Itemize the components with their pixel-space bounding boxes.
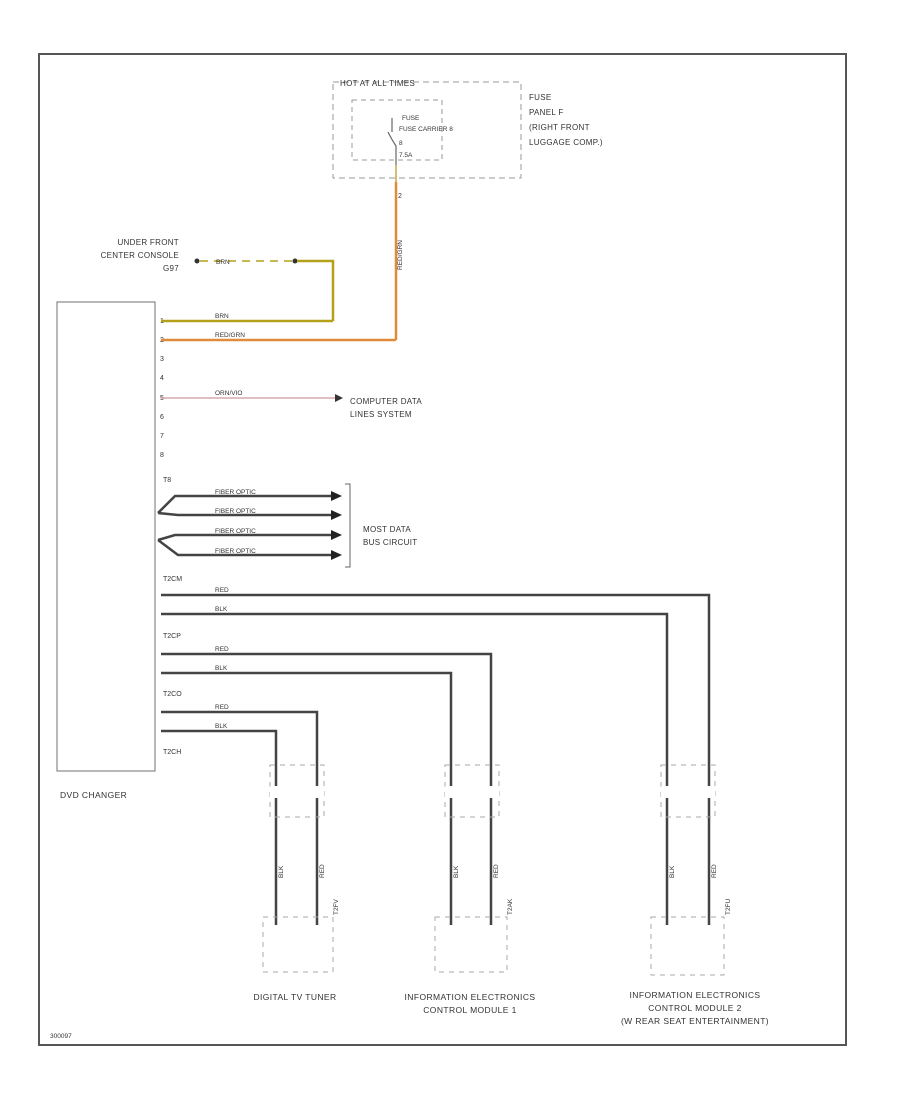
fuse-wire-color-label: RED/GRN (397, 240, 404, 270)
fiber-label-2: FIBER OPTIC (215, 508, 256, 515)
fuse-panel-label-2: PANEL F (529, 108, 564, 117)
control-module-1: INFORMATION ELECTRONICS CONTROL MODULE 1 (405, 916, 536, 1015)
hot-at-all-times-label: HOT AT ALL TIMES (340, 79, 415, 88)
module2-red-vlabel: RED (711, 864, 718, 878)
connector-t2ch-label: T2CH (163, 749, 181, 756)
connector-t2cp-label: T2CP (163, 633, 181, 640)
connector-t2co-label: T2CO (163, 691, 182, 698)
tuner-blk-vlabel: BLK (278, 865, 285, 878)
ground-wire-color: BRN (216, 259, 230, 266)
inline-connectors (269, 764, 716, 818)
ground-point (194, 258, 200, 264)
orn-vio-wire-label: ORN/VIO (215, 390, 242, 397)
tuner-red-vlabel: RED (319, 864, 326, 878)
data-bus-label-2: LINES SYSTEM (350, 410, 412, 419)
footer-code: 300097 (50, 1033, 72, 1040)
fiber-label-3: FIBER OPTIC (215, 528, 256, 535)
dvd-changer-label: DVD CHANGER (60, 790, 127, 800)
t2co-red-label: RED (215, 704, 229, 711)
control-module-2-label-2: CONTROL MODULE 2 (648, 1003, 741, 1013)
fuse-amperage: 7.5A (399, 152, 413, 159)
fuse-panel-label-4: LUGGAGE COMP.) (529, 138, 603, 147)
most-bus: T8 FIBER OPTIC FIBER OPTIC FIBER OPTIC F… (157, 477, 417, 568)
fuse-symbol (387, 118, 397, 165)
tag-t2fu: T2FU (725, 898, 732, 915)
tag-t2ak: T2AK (507, 898, 514, 915)
ground-g97: UNDER FRONT CENTER CONSOLE G97 BRN (101, 238, 335, 321)
t2cm-red-label: RED (215, 587, 229, 594)
fuse-panel-label-1: FUSE (529, 93, 552, 102)
fiber-label-4: FIBER OPTIC (215, 548, 256, 555)
ground-label-1: UNDER FRONT (117, 238, 179, 247)
dvd-changer-pin: 6 (160, 414, 164, 421)
fuse-label: FUSE (402, 115, 420, 122)
fuse-wire: RED/GRN 2 (394, 165, 404, 340)
t2cp-red-label: RED (215, 646, 229, 653)
t2co-wires: T2CO RED BLK T2CH (161, 691, 319, 925)
red-grn-wire-label: RED/GRN (215, 332, 245, 339)
connector-t8-label: T8 (163, 477, 171, 484)
connector-t2cm-label: T2CM (163, 576, 182, 583)
fuse-number: 8 (399, 140, 403, 147)
brn-wire-label: BRN (215, 313, 229, 320)
control-module-2-label-1: INFORMATION ELECTRONICS (630, 990, 761, 1000)
t2cm-blk-label: BLK (215, 606, 228, 613)
dvd-changer-pin: 4 (160, 375, 164, 382)
t2cm-wires: T2CM RED BLK (161, 576, 711, 925)
dvd-changer-pin: 7 (160, 433, 164, 440)
dvd-changer-pin: 3 (160, 356, 164, 363)
ground-label-2: CENTER CONSOLE (101, 251, 179, 260)
dvd-changer-box (56, 301, 156, 772)
fuse-output-pin: 2 (398, 193, 402, 200)
vertical-wire-labels: BLK RED BLK RED BLK RED T2FV T2AK T2FU (278, 864, 732, 915)
red-grn-wire: RED/GRN (161, 332, 396, 342)
ground-label-3: G97 (163, 264, 179, 273)
control-module-2: INFORMATION ELECTRONICS CONTROL MODULE 2… (621, 916, 769, 1026)
module1-red-vlabel: RED (493, 864, 500, 878)
orn-vio-wire: ORN/VIO COMPUTER DATA LINES SYSTEM (161, 390, 422, 419)
t2cp-blk-label: BLK (215, 665, 228, 672)
data-bus-label-1: COMPUTER DATA (350, 397, 422, 406)
dvd-changer: DVD CHANGER (56, 301, 156, 800)
brn-wire: BRN (161, 313, 333, 323)
t2co-blk-label: BLK (215, 723, 228, 730)
most-bus-bracket (345, 483, 351, 568)
t2cp-wires: T2CP RED BLK (161, 633, 493, 925)
control-module-2-label-3: (W REAR SEAT ENTERTAINMENT) (621, 1016, 769, 1026)
tag-t2fv: T2FV (333, 898, 340, 915)
control-module-1-label-2: CONTROL MODULE 1 (423, 1005, 516, 1015)
fiber-label-1: FIBER OPTIC (215, 489, 256, 496)
most-bus-label-1: MOST DATA (363, 525, 411, 534)
fuse-panel-label-3: (RIGHT FRONT (529, 123, 590, 132)
digital-tv-tuner-label: DIGITAL TV TUNER (253, 992, 336, 1002)
module1-blk-vlabel: BLK (453, 865, 460, 878)
digital-tv-tuner: DIGITAL TV TUNER (253, 916, 336, 1002)
ground-splice (292, 258, 298, 264)
fuse-panel: HOT AT ALL TIMES FUSE FUSE CARRIER 8 8 7… (332, 79, 603, 179)
most-bus-label-2: BUS CIRCUIT (363, 538, 417, 547)
diagram-frame (38, 53, 847, 1046)
fuse-carrier-label: FUSE CARRIER 8 (399, 126, 453, 133)
dvd-changer-pin: 8 (160, 452, 164, 459)
module2-blk-vlabel: BLK (669, 865, 676, 878)
control-module-1-label-1: INFORMATION ELECTRONICS (405, 992, 536, 1002)
